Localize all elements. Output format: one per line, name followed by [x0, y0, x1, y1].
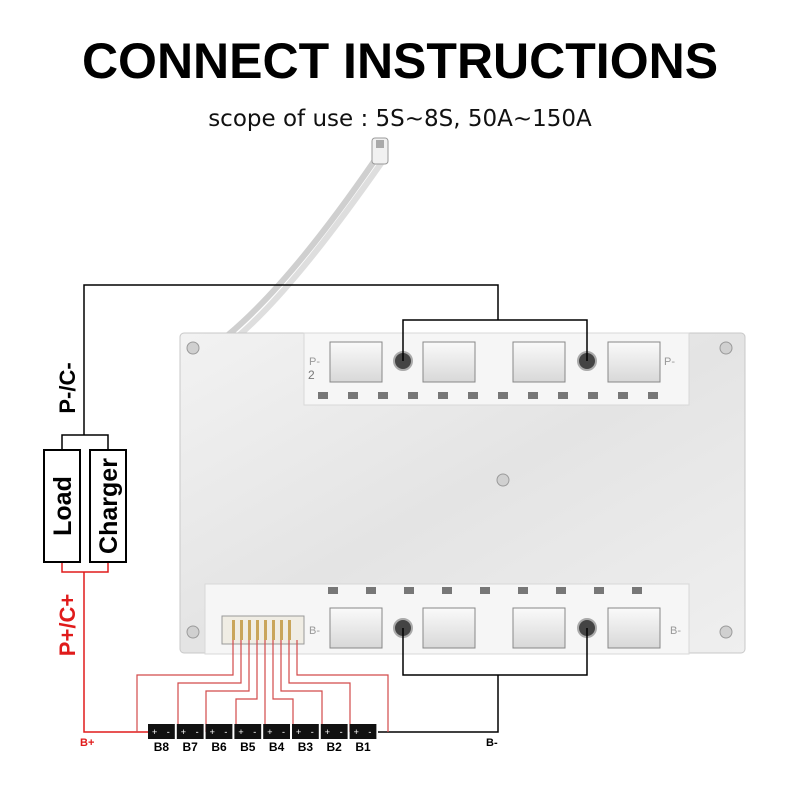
battery-cell-plus-sign: + [210, 727, 215, 737]
battery-cell-label: B5 [240, 740, 256, 754]
negative-wiring [61, 284, 588, 733]
mosfet-terminal-icon [329, 607, 661, 649]
battery-cell-plus-sign: + [296, 727, 301, 737]
silk-bottom-left: B- [309, 625, 320, 637]
silk-bottom-right: B- [670, 625, 681, 637]
b-minus-label: B- [486, 737, 498, 749]
battery-cell-plus-sign: + [354, 727, 359, 737]
page-subtitle: scope of use : 5S~8S, 50A~150A [208, 106, 592, 132]
battery-cell-minus-sign: - [224, 727, 227, 737]
p-minus-c-minus-label: P-/C- [55, 362, 80, 413]
battery-cell-b3: +- B3 [292, 724, 319, 754]
battery-cell-b1: +- B1 [349, 724, 377, 754]
silk-top-left: P- [309, 356, 320, 368]
battery-cell-label: B1 [355, 740, 371, 754]
battery-cell-body [349, 724, 377, 739]
battery-cell-body [148, 724, 175, 739]
balance-connector-icon [221, 615, 305, 645]
page-title: CONNECT INSTRUCTIONS [81, 33, 719, 89]
battery-cell-label: B8 [154, 740, 170, 754]
battery-cell-b8: +- B8 [148, 724, 175, 754]
battery-cell-minus-sign: - [311, 727, 314, 737]
battery-cell-minus-sign: - [340, 727, 343, 737]
battery-cell-body [205, 724, 233, 739]
battery-cell-b7: +- B7 [176, 724, 204, 754]
battery-cell-minus-sign: - [368, 727, 371, 737]
battery-cell-label: B7 [183, 740, 199, 754]
battery-cell-body [320, 724, 348, 739]
battery-cell-label: B2 [327, 740, 343, 754]
battery-cell-minus-sign: - [167, 727, 170, 737]
battery-cell-body [263, 724, 290, 739]
battery-cell-b4: +- B4 [263, 724, 290, 754]
charger-label: Charger [95, 458, 123, 554]
ntc-sensor-icon [226, 137, 389, 341]
screw-hole-icon [496, 473, 510, 487]
charger-box [89, 449, 127, 563]
battery-cell-minus-sign: - [196, 727, 199, 737]
battery-cell-b5: +- B5 [234, 724, 262, 754]
bms-board: P- 2 P- B- B- [179, 332, 746, 655]
p-plus-c-plus-label: P+/C+ [55, 594, 80, 656]
b-plus-label: B+ [80, 737, 94, 749]
battery-cell-plus-sign: + [325, 727, 330, 737]
load-box [43, 449, 81, 563]
screw-hole-icon [719, 625, 733, 639]
battery-cell-plus-sign: + [181, 727, 186, 737]
battery-cell-plus-sign: + [238, 727, 243, 737]
battery-cell-body [292, 724, 319, 739]
load-charger-group: Load Charger [43, 449, 127, 563]
battery-pack: +-B8+-B7+-B6+-B5+-B4+-B3+-B2+-B1 [148, 724, 377, 754]
balance-wiring [136, 640, 389, 732]
load-label: Load [49, 476, 77, 536]
battery-cell-body [234, 724, 262, 739]
battery-cell-plus-sign: + [152, 727, 157, 737]
screw-hole-icon [186, 625, 200, 639]
battery-cell-label: B3 [298, 740, 314, 754]
battery-cell-label: B6 [211, 740, 227, 754]
battery-cell-plus-sign: + [267, 727, 272, 737]
screw-hole-icon [719, 341, 733, 355]
battery-cell-minus-sign: - [253, 727, 256, 737]
battery-cell-label: B4 [269, 740, 285, 754]
battery-cell-body [176, 724, 204, 739]
battery-cell-minus-sign: - [282, 727, 285, 737]
positive-wiring [61, 562, 148, 733]
mosfet-terminal-icon [329, 341, 661, 383]
silk-top-right: P- [664, 356, 675, 368]
silk-top-left-2: 2 [308, 368, 315, 382]
screw-hole-icon [186, 341, 200, 355]
battery-cell-b2: +- B2 [320, 724, 348, 754]
battery-cell-b6: +- B6 [205, 724, 233, 754]
